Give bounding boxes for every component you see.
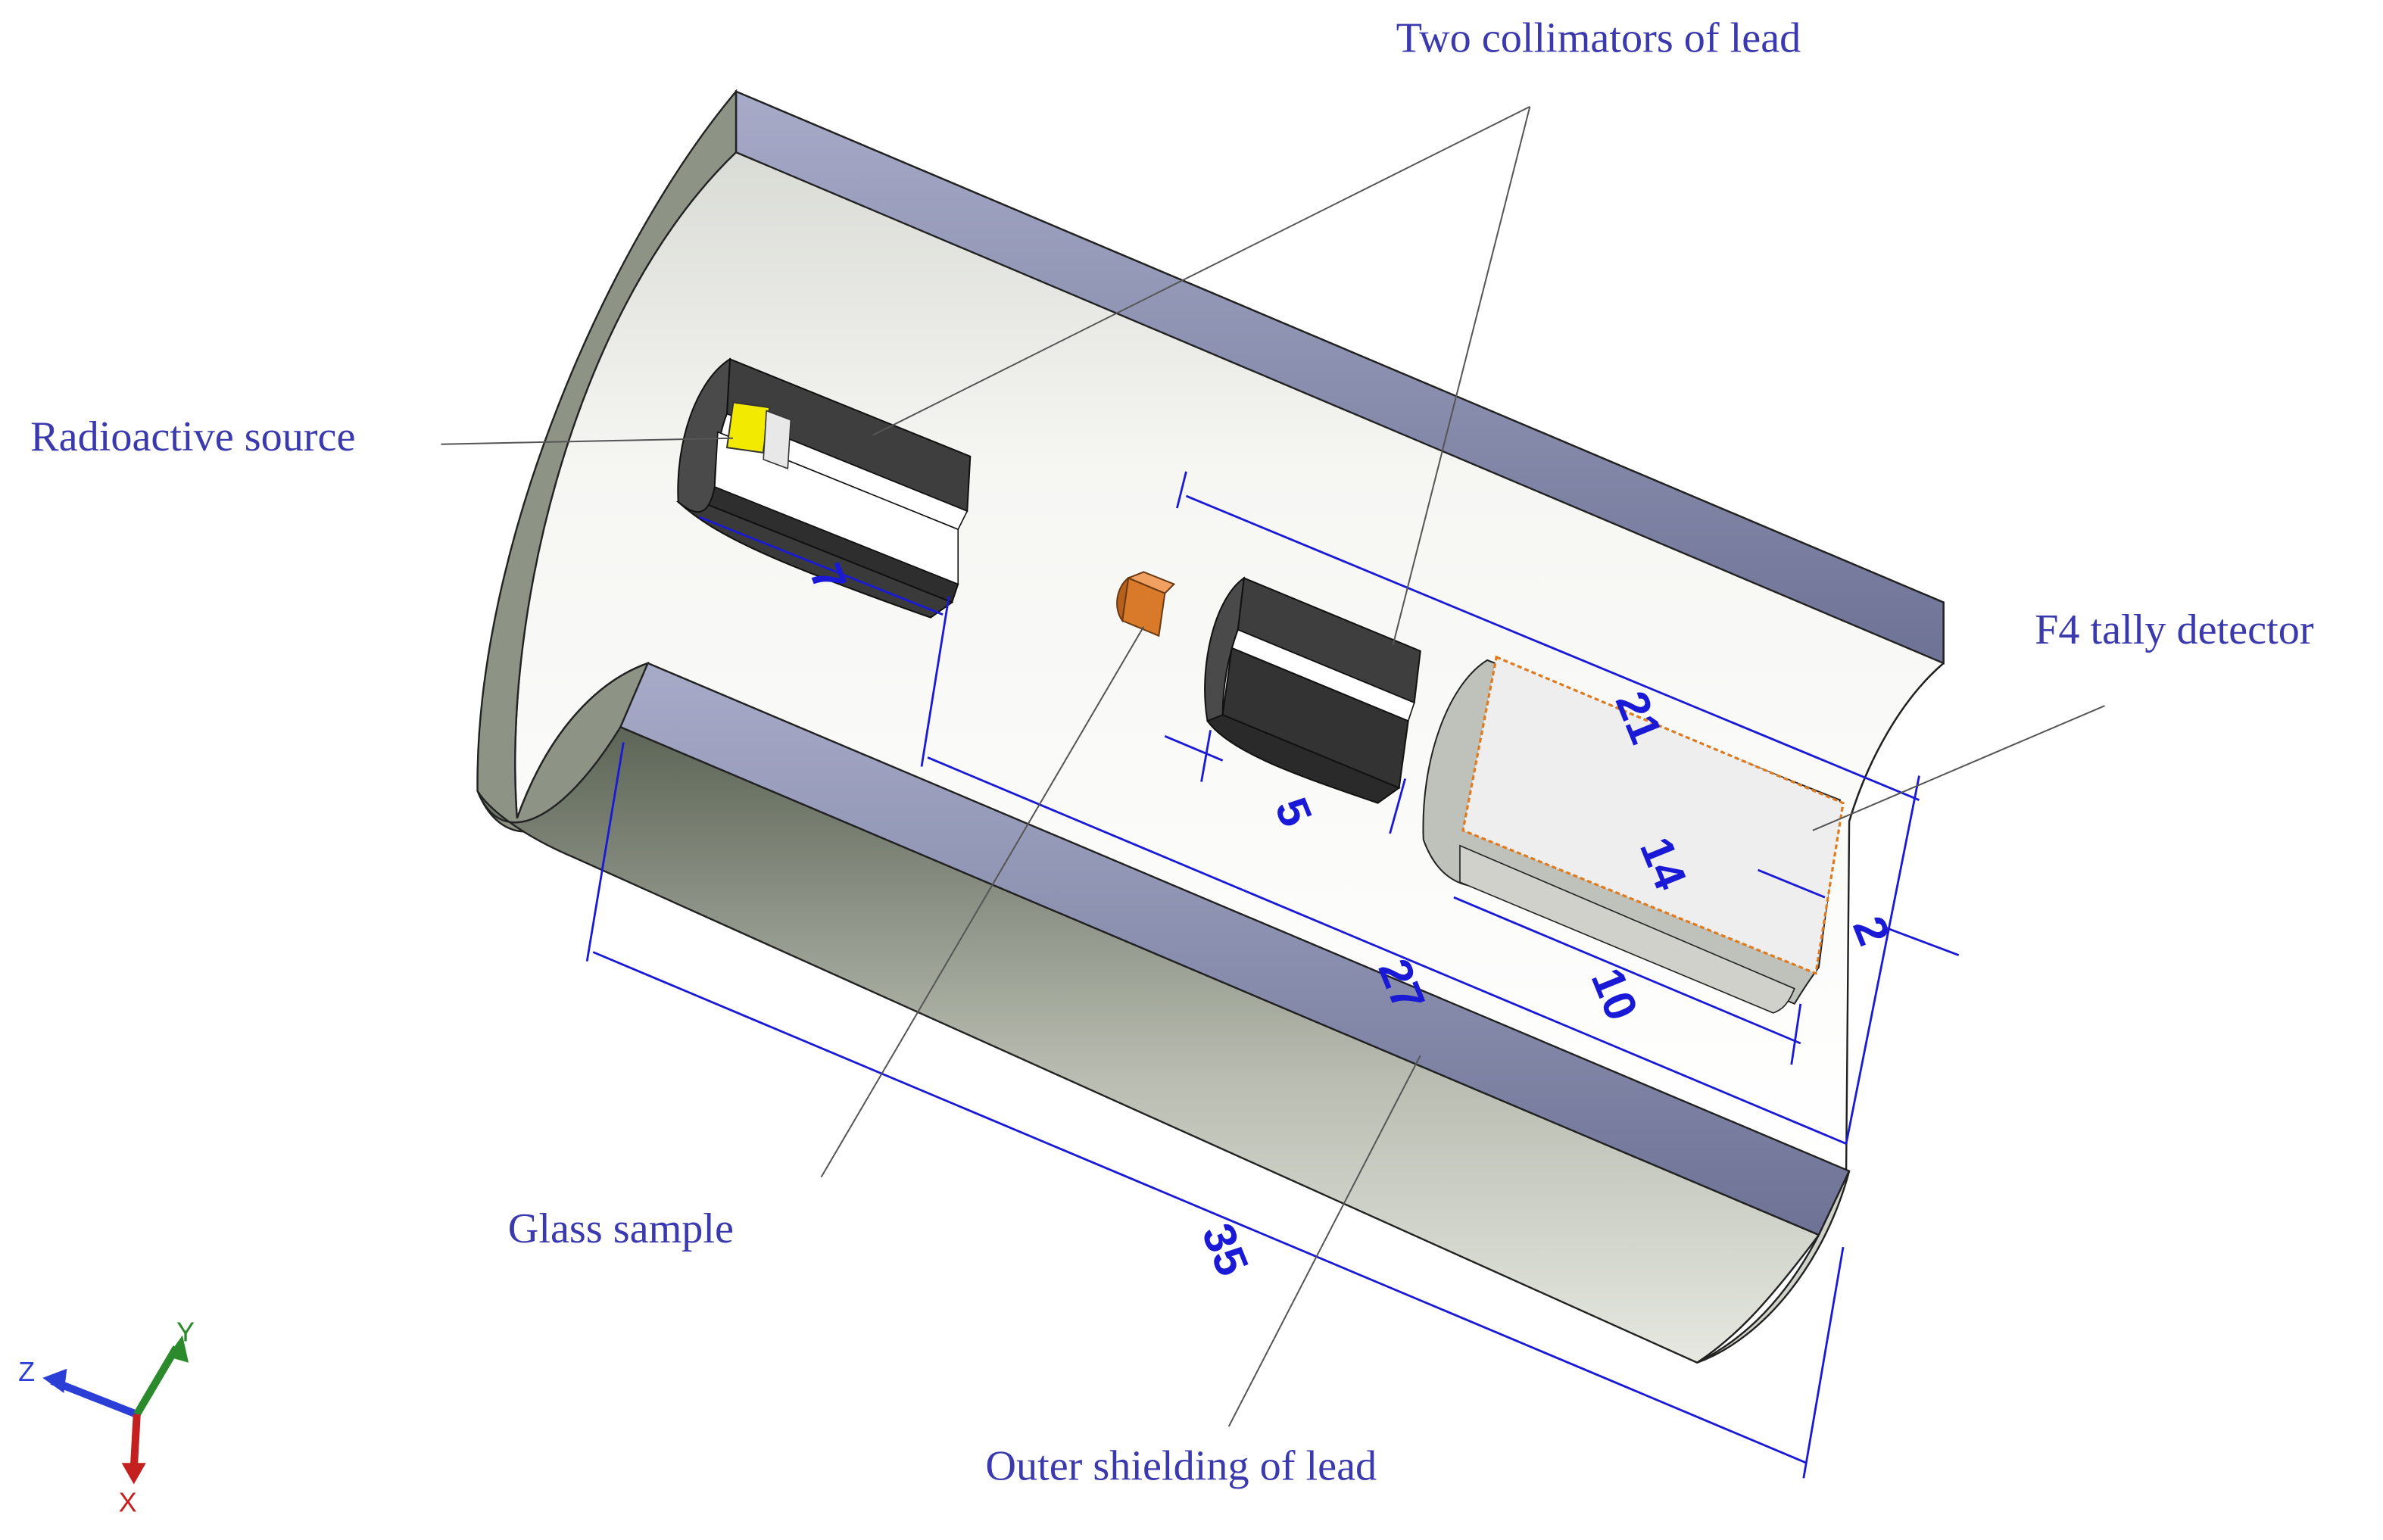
coordinate-triad: Z Y X	[18, 1317, 195, 1518]
leader-lines	[441, 105, 2105, 1427]
label-outer-shielding: Outer shielding of lead	[985, 1442, 1377, 1489]
dim-2: 2	[1843, 909, 1901, 952]
label-radioactive-source: Radioactive source	[30, 413, 355, 460]
label-f4-tally-detector: F4 tally detector	[2035, 606, 2314, 653]
collimator-1	[675, 357, 972, 619]
dimension-lines	[585, 471, 1960, 1479]
radioactive-source	[725, 401, 771, 454]
axis-x-label: X	[119, 1487, 137, 1518]
outer-shielding	[476, 89, 1945, 1364]
axis-z-label: Z	[18, 1356, 35, 1387]
f4-tally-detector	[1422, 655, 1845, 1014]
label-glass-sample: Glass sample	[508, 1205, 734, 1252]
collimator-2	[1204, 576, 1421, 804]
dim-35: 35	[1193, 1216, 1259, 1283]
shield-outer-surface	[476, 725, 1820, 1364]
label-two-collimators: Two collimators of lead	[1396, 15, 1801, 62]
glass-sample	[1116, 571, 1176, 638]
shield-right-cap	[1696, 1171, 1851, 1364]
axis-y-label: Y	[176, 1317, 195, 1348]
